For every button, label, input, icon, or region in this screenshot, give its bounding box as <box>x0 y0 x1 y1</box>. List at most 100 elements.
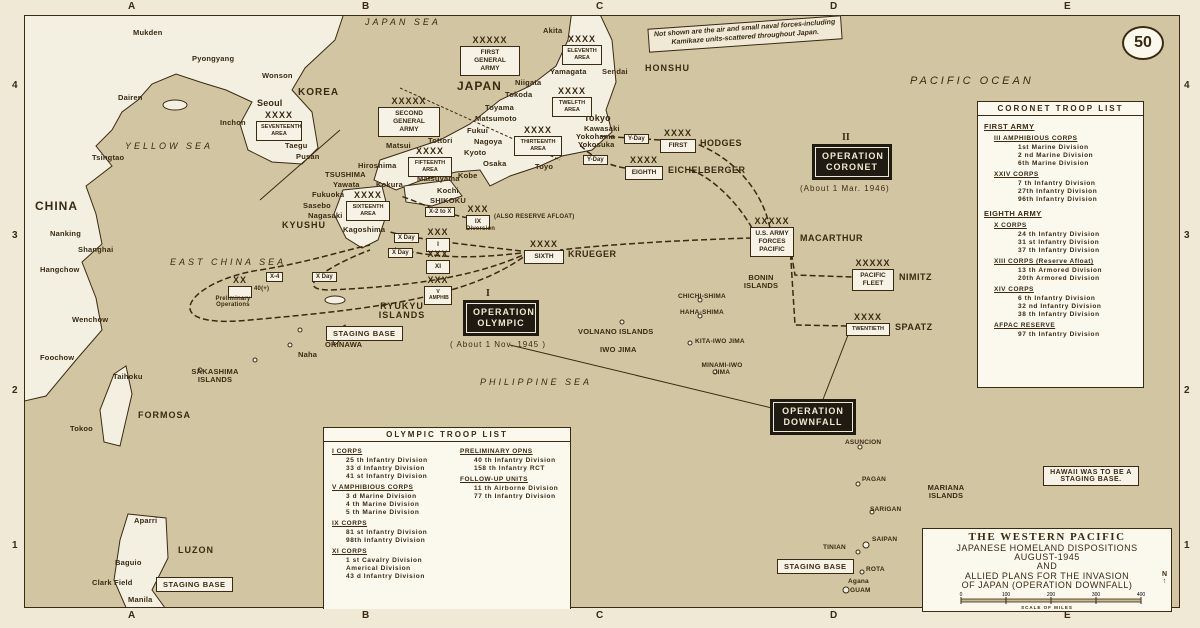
place-baguio: Baguio <box>115 558 142 567</box>
boundary-korea <box>259 129 341 201</box>
division-item: 77 th Infantry Division <box>474 493 556 500</box>
division-item: 41 st Infantry Division <box>346 473 428 480</box>
place-shanghai: Shanghai <box>78 245 114 254</box>
tag-x-4: X-4 <box>266 272 284 282</box>
place-seoul: Seoul <box>257 98 283 108</box>
china-label: CHINA <box>35 199 78 213</box>
title-block: THE WESTERN PACIFIC JAPANESE HOMELAND DI… <box>922 528 1172 612</box>
place-fukuoka: Fukuoka <box>312 190 345 199</box>
army-heading: EIGHTH ARMY <box>984 209 1042 218</box>
grid-row-2: 2 <box>12 385 18 396</box>
division-item: 11 th Airborne Division <box>474 485 559 492</box>
place-sarigan: SARIGAN <box>870 506 902 513</box>
luzon-label: LUZON <box>178 545 214 555</box>
tag-x-day-2: X Day <box>388 248 413 258</box>
place-nagoya: Nagoya <box>474 137 503 146</box>
corps-heading: PRELIMINARY OPNS <box>460 448 533 455</box>
route-sixth-amphib <box>312 249 531 291</box>
division-item: 27th Infantry Division <box>1018 188 1098 195</box>
place-kyoto: Kyoto <box>464 148 487 157</box>
place-mukden: Mukden <box>133 28 163 37</box>
bonin-label: BONIN ISLANDS <box>743 273 779 290</box>
corps-heading: FOLLOW-UP UNITS <box>460 476 528 483</box>
division-item: 98th Infantry Division <box>346 537 426 544</box>
place-tottori: Tottori <box>428 136 453 145</box>
luzon <box>113 513 169 607</box>
place-toyama: Toyama <box>485 103 514 112</box>
commander-eichelberger: EICHELBERGER <box>668 165 746 175</box>
japan-sea-label: JAPAN SEA <box>365 17 441 27</box>
subtitle-3: AND <box>1036 561 1058 572</box>
grid-col-a-bottom: A <box>128 610 136 621</box>
grid-row-3-right: 3 <box>1184 230 1190 241</box>
division-item: 43 d Infantry Division <box>346 573 425 580</box>
division-item: 20th Armored Division <box>1018 275 1100 282</box>
place-osaka: Osaka <box>483 159 507 168</box>
place-inchon: Inchon <box>220 118 246 127</box>
route-macarthur-first <box>689 141 771 229</box>
place-niigata: Niigata <box>515 78 542 87</box>
tag-x2-to-x: X-2 to X <box>425 207 456 217</box>
grid-row-1-right: 1 <box>1184 540 1190 551</box>
route-ix <box>399 195 469 219</box>
place-yokohama: Yokohama <box>576 132 615 141</box>
grid-col-e-bottom: E <box>1064 610 1071 621</box>
korea-label: KOREA <box>298 87 340 98</box>
division-item: 38 th Infantry Division <box>1018 311 1100 318</box>
place-yawata: Yawata <box>333 180 360 189</box>
commander-nimitz: NIMITZ <box>899 272 932 282</box>
operation-downfall: OPERATION DOWNFALL <box>770 399 856 435</box>
ix-corps-note: (ALSO RESERVE AFLOAT) <box>494 214 575 220</box>
place-nagasaki: Nagasaki <box>308 211 343 220</box>
army-heading: FIRST ARMY <box>984 122 1035 131</box>
tag-y-day-1: Y-Day <box>624 134 649 144</box>
olympic-list-title: OLYMPIC TROOP LIST <box>324 428 570 442</box>
formosa-label: FORMOSA <box>138 410 191 420</box>
honshu-label: HONSHU <box>645 63 691 73</box>
division-item: 32 nd Infantry Division <box>1018 303 1102 310</box>
division-item: 31 st Infantry Division <box>1018 239 1100 246</box>
place-tokyo: Tokyo <box>584 113 611 123</box>
mariana-label: MARIANA ISLANDS <box>927 483 965 500</box>
place-sasebo: Sasebo <box>303 201 331 210</box>
division-item: 6th Marine Division <box>1018 160 1089 167</box>
place-minami-iwo-jima: MINAMI-IWO JIMA <box>701 362 743 376</box>
place-fukui: Fukui <box>467 126 488 135</box>
corps-heading: III AMPHIBIOUS CORPS <box>994 135 1078 142</box>
division-item: 25 th Infantry Division <box>346 457 428 464</box>
place-tinian: TINIAN <box>823 544 846 551</box>
place-hiroshima: Hiroshima <box>358 161 397 170</box>
place-kokura: Kokura <box>376 180 404 189</box>
division-item: 158 th Infantry RCT <box>474 465 545 472</box>
shikoku-label: SHIKOKU <box>430 196 466 205</box>
place-wonson: Wonson <box>262 71 293 80</box>
place-wenchow: Wenchow <box>72 315 109 324</box>
place-sendai: Sendai <box>602 67 628 76</box>
scale-tick-label: 0 <box>960 592 963 598</box>
grid-col-c-bottom: C <box>596 610 604 621</box>
corps-heading: XIII CORPS (Reserve Afloat) <box>994 258 1094 265</box>
grid-col-b: B <box>362 1 370 12</box>
place-saipan: SAIPAN <box>872 536 898 543</box>
place-kagoshima: Kagoshima <box>343 225 386 234</box>
volnano-label: VOLNANO ISLANDS <box>578 327 654 336</box>
okinawa-label: OKINAWA <box>325 340 363 349</box>
place-matsuyama: Matsuyama <box>417 174 460 183</box>
ryukyu-label: RYUKYU ISLANDS <box>378 301 426 320</box>
place-clark-field: Clark Field <box>92 578 133 587</box>
grid-col-a: A <box>128 1 136 12</box>
sakashima-label: SAKASHIMA ISLANDS <box>191 367 239 384</box>
division-item: 5 th Marine Division <box>346 509 420 516</box>
subtitle-5: OF JAPAN (OPERATION DOWNFALL) <box>961 580 1133 591</box>
place-asuncion: ASUNCION <box>845 439 882 446</box>
scale-label: SCALE OF MILES <box>1021 605 1073 610</box>
